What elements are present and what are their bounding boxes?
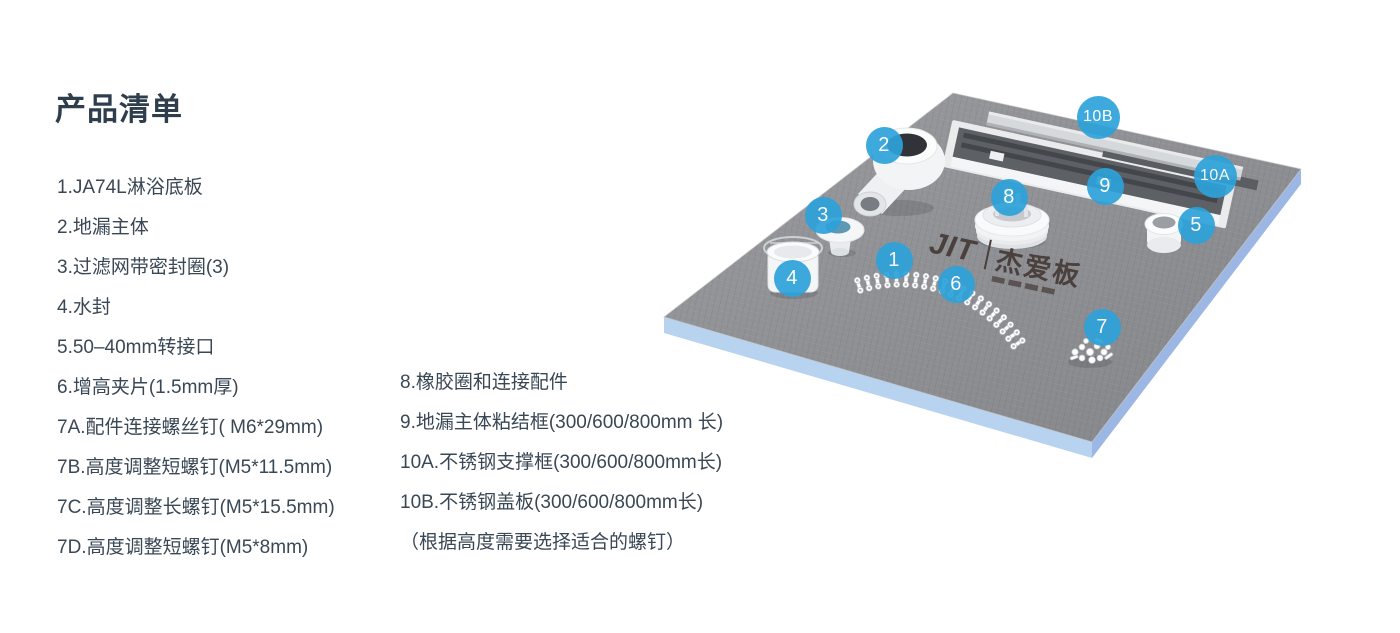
part-badge-1: 1: [875, 241, 913, 279]
parts-list-item: 7C.高度调整长螺钉(M5*15.5mm): [57, 497, 335, 518]
parts-list-item: 7B.高度调整短螺钉(M5*11.5mm): [57, 457, 333, 478]
adapter-ring: [1144, 213, 1184, 253]
part-badge-2: 2: [865, 126, 903, 164]
parts-list-item: 3.过滤网带密封圈(3): [57, 257, 230, 278]
part-badge-3: 3: [804, 196, 842, 234]
parts-list-item: 10A.不锈钢支撑框(300/600/800mm长): [400, 452, 723, 473]
parts-list-item: 9.地漏主体粘结框(300/600/800mm 长): [400, 412, 724, 433]
part-badge-5: 5: [1177, 206, 1215, 244]
parts-list-item: 10B.不锈钢盖板(300/600/800mm长): [400, 492, 704, 513]
parts-list-column-2: 8.橡胶圈和连接配件 9.地漏主体粘结框(300/600/800mm 长) 10…: [400, 363, 723, 563]
part-badge-6: 6: [937, 265, 975, 303]
parts-list-item: （根据高度需要选择适合的螺钉）: [400, 532, 686, 553]
board-edges: [664, 169, 1301, 458]
parts-list-item: 1.JA74L淋浴底板: [57, 177, 203, 198]
parts-list-column-1: 1.JA74L淋浴底板 2.地漏主体 3.过滤网带密封圈(3) 4.水封 5.5…: [57, 168, 335, 568]
parts-list-item: 7D.高度调整短螺钉(M5*8mm): [57, 537, 309, 558]
part-badge-10B: 10B: [1076, 95, 1120, 139]
part-badge-4: 4: [773, 259, 811, 297]
part-badge-10A: 10A: [1193, 154, 1237, 198]
logo-tagline-marks: [991, 275, 1056, 295]
cover-plate-10b: [986, 111, 1244, 181]
part-badge-7: 7: [1083, 308, 1121, 346]
page-title: 产品清单: [55, 92, 183, 127]
parts-list-item: 4.水封: [57, 297, 111, 318]
parts-list-item: 8.橡胶圈和连接配件: [400, 372, 568, 393]
part-badge-8: 8: [990, 178, 1028, 216]
parts-list-item: 5.50–40mm转接口: [57, 337, 215, 358]
parts-list-item: 2.地漏主体: [57, 217, 149, 238]
part-badge-9: 9: [1086, 167, 1124, 205]
parts-list-item: 6.增高夹片(1.5mm厚): [57, 377, 239, 398]
parts-list-item: 7A.配件连接螺丝钉( M6*29mm): [57, 417, 324, 438]
drain-channel-assembly: [942, 111, 1259, 229]
